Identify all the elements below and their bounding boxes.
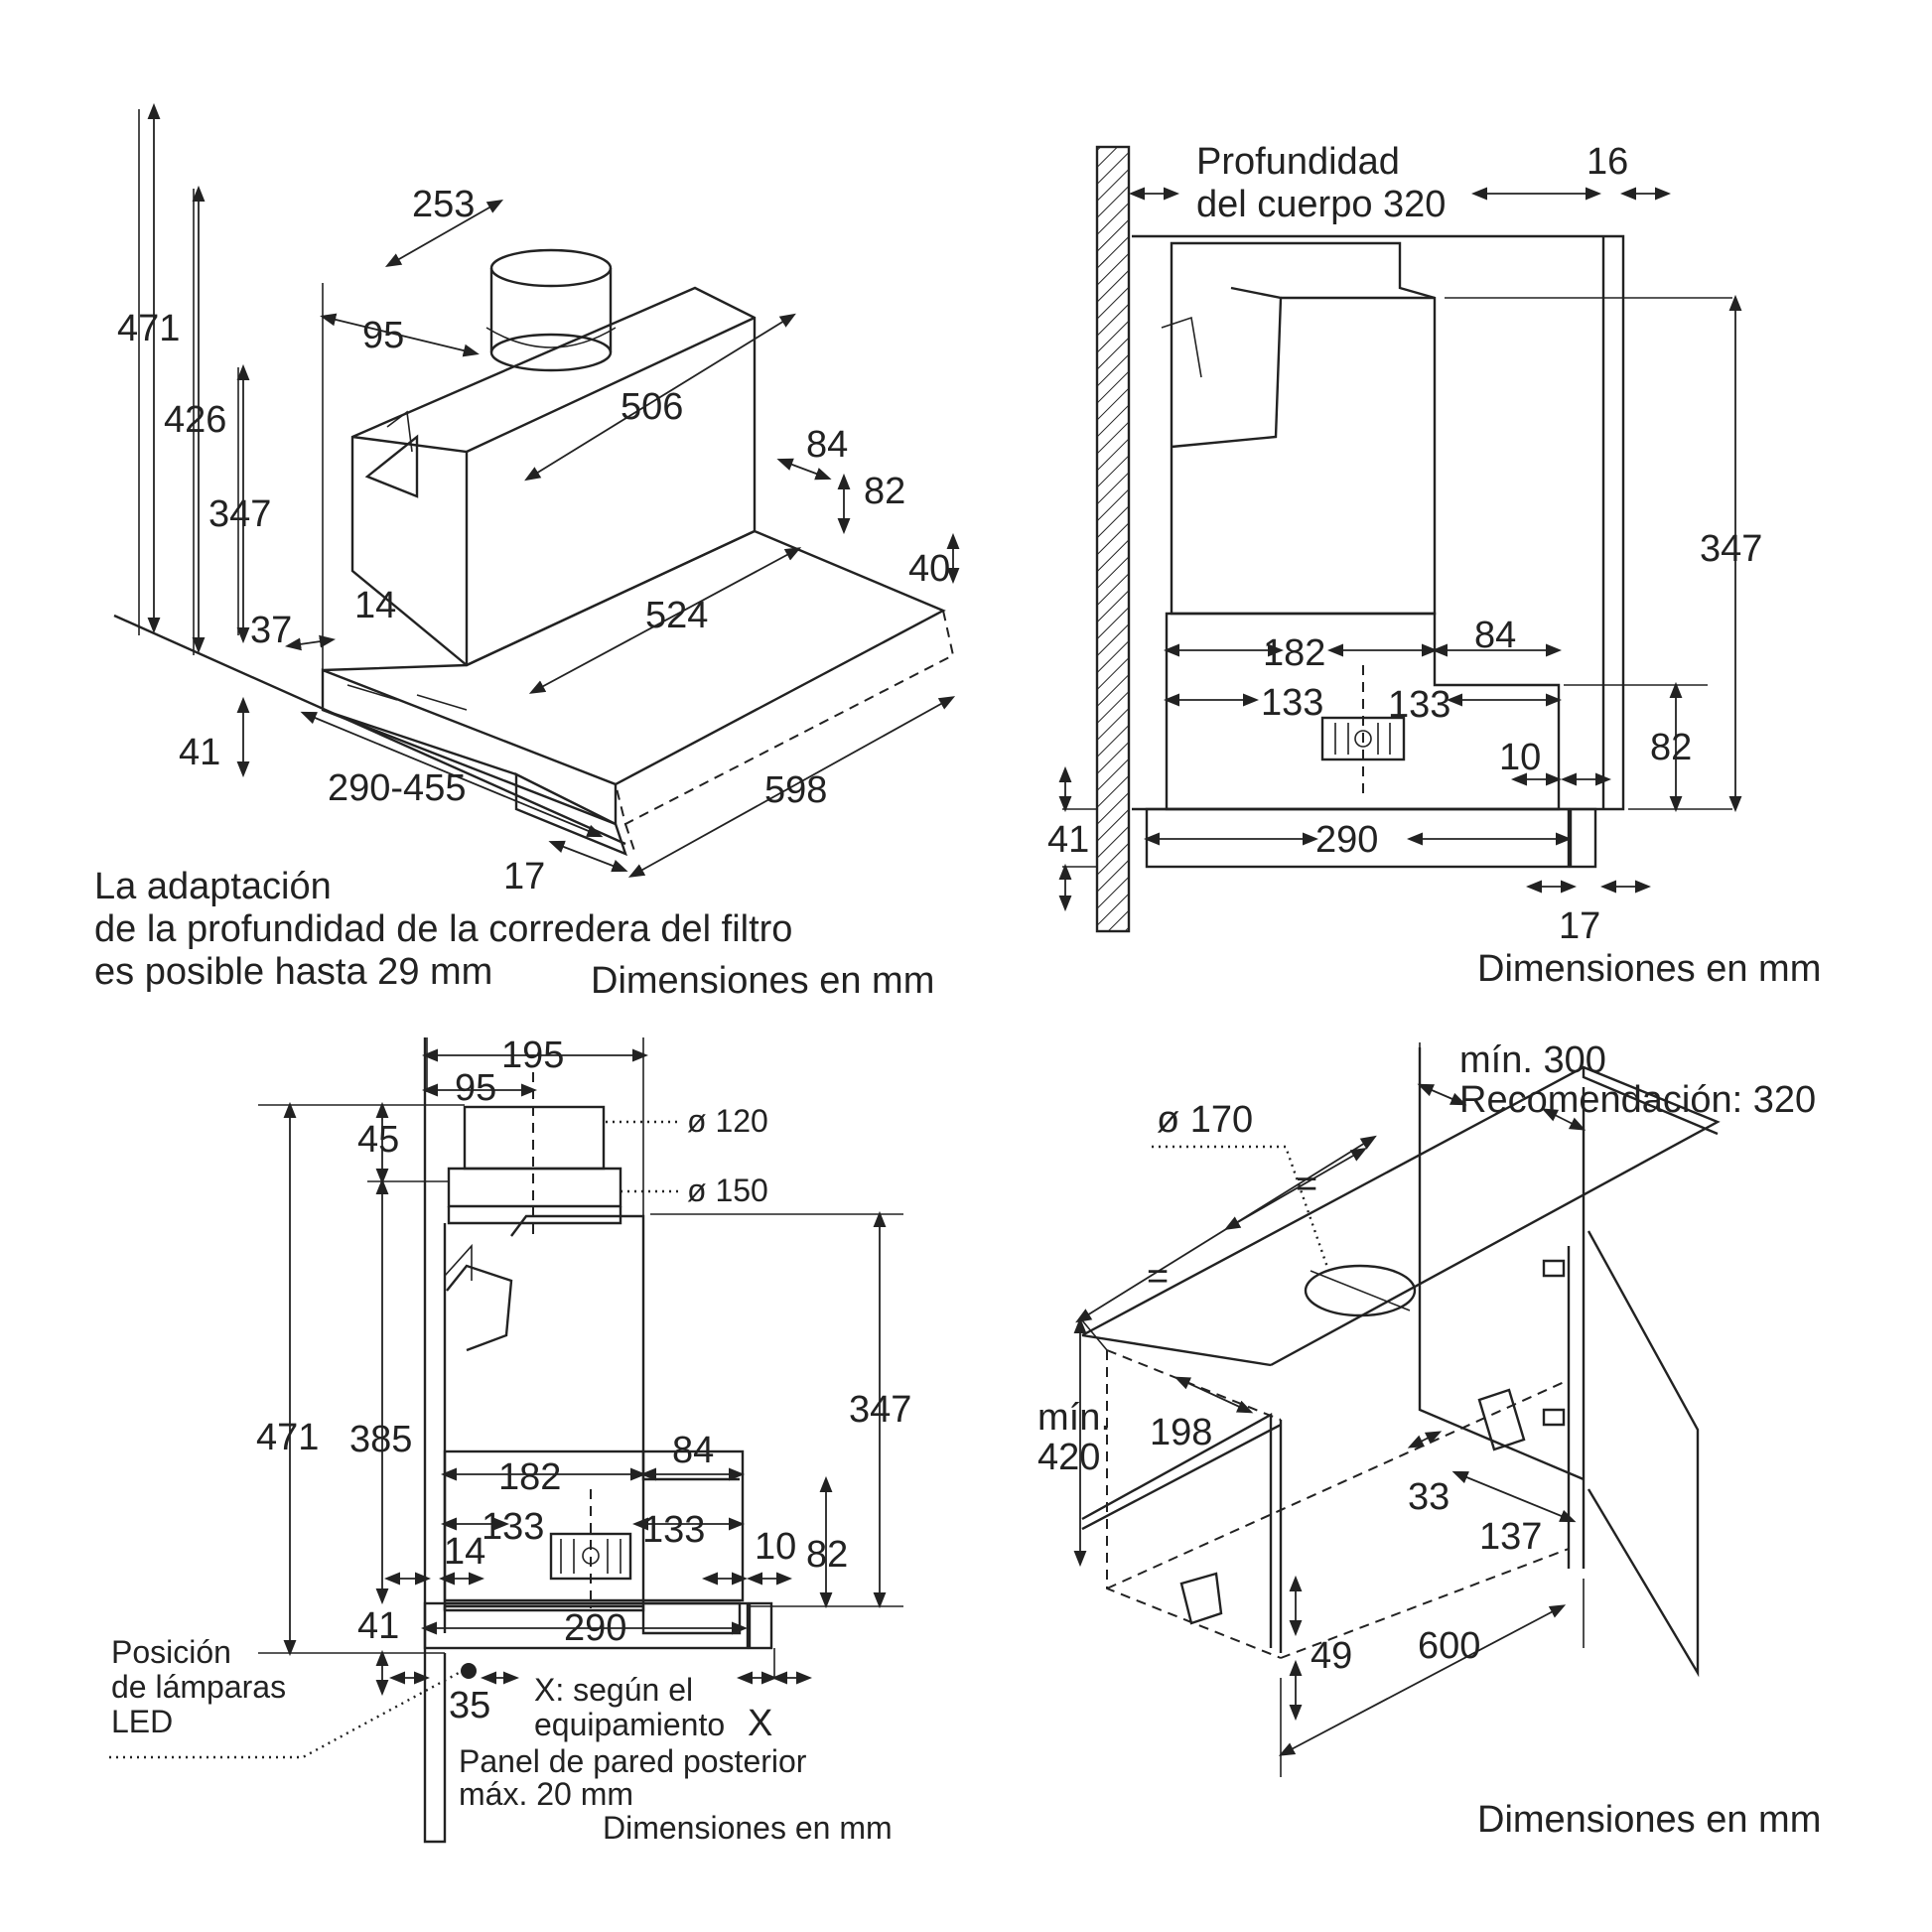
min-420-label-2: 420 (1037, 1437, 1100, 1478)
dim-290-455: 290-455 (328, 767, 466, 809)
note-line-3: es posible hasta 29 mm (94, 951, 492, 993)
dim-84-side: 84 (1474, 615, 1516, 656)
dim-137: 137 (1479, 1516, 1542, 1558)
dim-195: 195 (501, 1035, 564, 1076)
dim-40: 40 (908, 548, 950, 590)
min-420-label-1: mín. (1037, 1397, 1111, 1439)
dim-471-front: 471 (256, 1417, 319, 1458)
dim-41-front: 41 (357, 1605, 399, 1647)
dim-82-side: 82 (1650, 727, 1692, 768)
dim-16: 16 (1587, 141, 1628, 183)
led-label-1: Posición (111, 1634, 231, 1670)
dim-37: 37 (250, 610, 292, 651)
equal-mark-1: = (1296, 1164, 1317, 1205)
dim-95: 95 (362, 315, 404, 356)
dim-133-front-right: 133 (642, 1509, 705, 1551)
dim-84-front: 84 (672, 1430, 714, 1471)
dim-198: 198 (1150, 1412, 1212, 1453)
units-label-side: Dimensiones en mm (1477, 948, 1821, 990)
dim-290-side: 290 (1315, 819, 1378, 861)
min-300-label: mín. 300 (1459, 1039, 1606, 1081)
led-label-2: de lámparas (111, 1669, 286, 1705)
cabinet-view: mín. 300 Recomendación: 320 ø 170 = = mí… (1037, 1039, 1821, 1841)
wall-hatch (1095, 145, 1131, 933)
dim-82: 82 (864, 471, 905, 512)
dim-45: 45 (357, 1119, 399, 1161)
dim-426: 426 (164, 399, 226, 441)
dim-10-side: 10 (1499, 737, 1541, 778)
dim-17-side: 17 (1559, 905, 1600, 947)
dim-14-front: 14 (444, 1531, 485, 1573)
front-view: 195 95 471 45 385 347 182 84 133 133 14 … (109, 1035, 911, 1846)
dim-598: 598 (764, 769, 827, 811)
dim-347-side: 347 (1700, 528, 1762, 570)
depth-label-1: Profundidad (1196, 141, 1400, 183)
dim-290-front: 290 (564, 1607, 626, 1649)
led-label-3: LED (111, 1704, 173, 1739)
panel-note-2: máx. 20 mm (459, 1776, 633, 1812)
dim-133-left: 133 (1261, 682, 1323, 724)
dim-35: 35 (449, 1685, 490, 1726)
dim-524: 524 (645, 595, 708, 636)
dim-471: 471 (117, 308, 180, 349)
note-line-1: La adaptación (94, 866, 332, 907)
side-view: Profundidad del cuerpo 320 16 347 182 84… (1047, 141, 1821, 990)
units-label-cabinet: Dimensiones en mm (1477, 1799, 1821, 1841)
dim-182-side: 182 (1263, 632, 1325, 674)
dim-347: 347 (208, 493, 271, 535)
dim-506: 506 (621, 386, 683, 428)
equal-mark-2: = (1147, 1256, 1169, 1298)
dim-133-front-left: 133 (482, 1506, 544, 1548)
dim-95-front: 95 (455, 1067, 496, 1109)
x-label-2: equipamiento (534, 1707, 725, 1742)
diam-120-label: ø 120 (687, 1103, 768, 1139)
dim-49: 49 (1311, 1635, 1352, 1677)
dim-82-front: 82 (806, 1534, 848, 1576)
dim-10-front: 10 (755, 1526, 796, 1568)
depth-label-2: del cuerpo 320 (1196, 184, 1446, 225)
units-label-front: Dimensiones en mm (603, 1810, 893, 1846)
dim-33: 33 (1408, 1476, 1449, 1518)
dim-17: 17 (503, 856, 545, 897)
dim-253: 253 (412, 184, 475, 225)
dim-84: 84 (806, 424, 848, 466)
panel-note-1: Panel de pared posterior (459, 1743, 807, 1779)
dim-41: 41 (179, 732, 220, 773)
dim-41-side: 41 (1047, 819, 1089, 861)
dim-133-right: 133 (1388, 684, 1450, 726)
dim-182-front: 182 (498, 1456, 561, 1498)
recommendation-label: Recomendación: 320 (1459, 1079, 1816, 1121)
note-line-2: de la profundidad de la corredera del fi… (94, 908, 792, 950)
x-mark: X (748, 1703, 772, 1744)
dim-14: 14 (354, 585, 396, 626)
dim-347-front: 347 (849, 1389, 911, 1431)
dim-600: 600 (1418, 1625, 1480, 1667)
diam-150-label: ø 150 (687, 1173, 768, 1208)
units-label-iso: Dimensiones en mm (591, 960, 934, 1002)
diam-170-label: ø 170 (1157, 1099, 1253, 1141)
x-label-1: X: según el (534, 1672, 693, 1708)
dim-385: 385 (349, 1419, 412, 1460)
isometric-hood-view: 471 426 347 253 95 506 84 82 40 524 37 1… (94, 102, 960, 1002)
